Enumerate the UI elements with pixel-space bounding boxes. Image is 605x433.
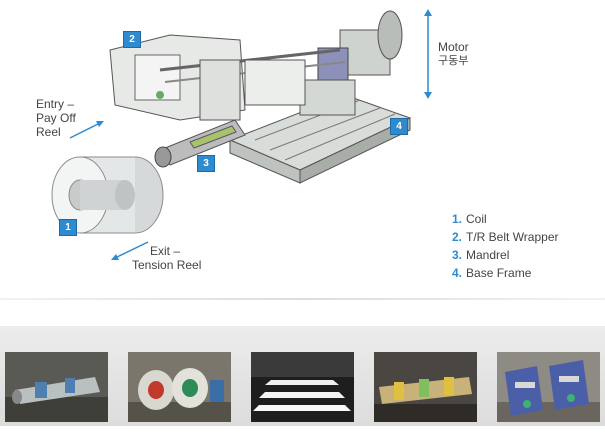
photo-thumbnail-4-image xyxy=(374,352,477,422)
entry-label-line-2: Pay Off xyxy=(36,111,76,125)
legend-num: 3. xyxy=(452,248,463,262)
coil-illustration xyxy=(51,156,164,234)
exit-label: Exit – Tension Reel xyxy=(132,244,201,272)
legend-num: 2. xyxy=(452,230,463,244)
motor-illustration xyxy=(299,10,403,116)
photo-thumbnail-3[interactable] xyxy=(251,352,354,422)
photo-thumbnail-4[interactable] xyxy=(374,352,477,422)
motor-label: Motor 구동부 xyxy=(438,40,469,68)
exit-label-line-1: Exit – xyxy=(150,244,181,258)
legend-item-belt-wrapper: 2.T/R Belt Wrapper xyxy=(452,228,559,246)
legend-num: 4. xyxy=(452,266,463,280)
motor-label-line-2: 구동부 xyxy=(438,55,469,67)
legend-item-mandrel: 3.Mandrel xyxy=(452,246,559,264)
photo-thumbnail-2[interactable] xyxy=(128,352,231,422)
belt-wrapper-illustration xyxy=(109,34,346,121)
mandrel-illustration xyxy=(154,119,246,168)
entry-arrow xyxy=(69,121,104,139)
entry-label-line-3: Reel xyxy=(36,125,61,139)
badge-coil: 1 xyxy=(59,219,77,236)
badge-belt-wrapper: 2 xyxy=(123,31,141,48)
photo-thumbnail-1[interactable] xyxy=(5,352,108,422)
machine-diagram xyxy=(51,9,432,260)
photo-thumbnail-1-image xyxy=(5,352,108,422)
photo-thumbnail-5[interactable] xyxy=(497,352,600,422)
legend-num: 1. xyxy=(452,212,463,226)
motor-height-arrow xyxy=(424,9,432,99)
legend: 1.Coil 2.T/R Belt Wrapper 3.Mandrel 4.Ba… xyxy=(452,210,559,282)
entry-label-line-1: Entry – xyxy=(36,97,75,111)
exit-label-line-2: Tension Reel xyxy=(132,258,202,272)
exit-arrow xyxy=(111,241,149,260)
legend-text: Mandrel xyxy=(466,248,510,262)
section-divider xyxy=(0,298,605,300)
photo-thumbnail-3-image xyxy=(251,352,354,422)
photo-thumbnail-2-image xyxy=(128,352,231,422)
badge-mandrel: 3 xyxy=(197,155,215,172)
legend-text: T/R Belt Wrapper xyxy=(466,230,559,244)
legend-item-base-frame: 4.Base Frame xyxy=(452,264,559,282)
badge-base-frame: 4 xyxy=(390,118,408,135)
entry-label: Entry – Pay Off Reel xyxy=(36,97,76,139)
legend-text: Base Frame xyxy=(466,266,532,280)
base-frame-illustration xyxy=(228,94,412,184)
motor-label-line-1: Motor xyxy=(438,40,469,54)
legend-item-coil: 1.Coil xyxy=(452,210,559,228)
photo-thumbnail-5-image xyxy=(497,352,600,422)
legend-text: Coil xyxy=(466,212,487,226)
